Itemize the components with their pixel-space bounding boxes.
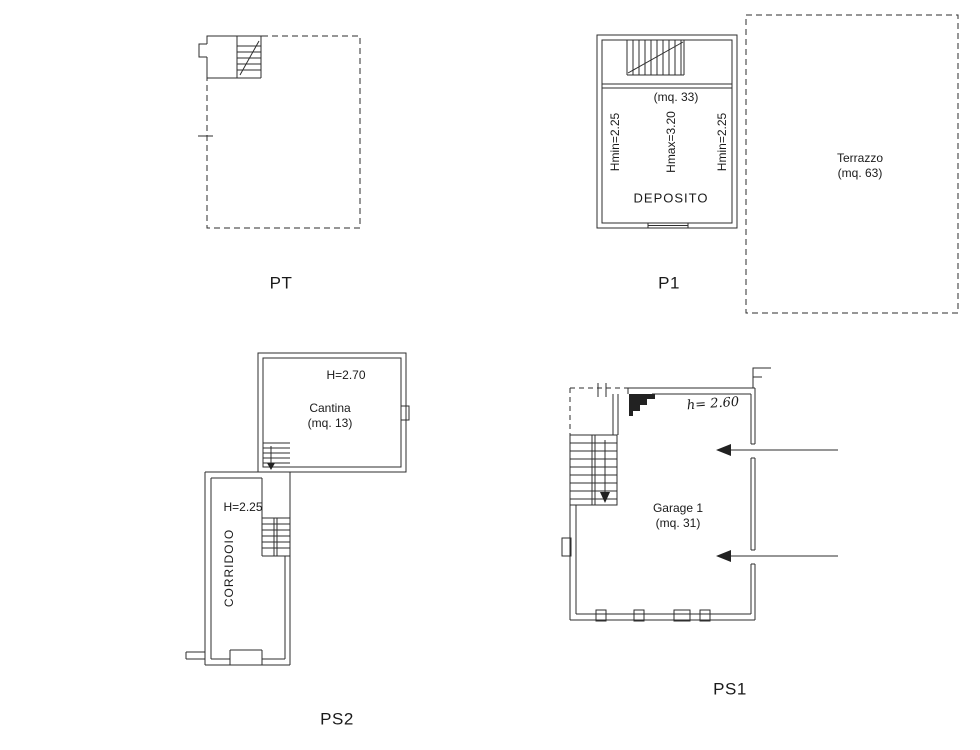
pt-solid-walls [198,35,262,80]
garage-vent-4 [699,609,711,622]
ps1-stair-entry-walls [612,394,619,435]
ps1-stair-box [569,434,618,506]
ps1-stair-treads [570,442,617,500]
p1-stair-diagonal [627,41,684,74]
ps1-stair-arrowhead [600,492,610,503]
deposito-room-label: DEPOSITO [633,190,709,206]
p1-door-opening [647,223,689,228]
corridoio-name-label: CORRIDOIO [222,528,236,608]
ps1-plan-label: PS1 [713,679,747,699]
garage-right-wall [750,388,756,620]
ps1-plan-drawing [561,367,838,622]
ps2-stair-upper-treads [263,447,290,464]
garage-vent-2 [633,609,645,622]
ps2-stair-arrowhead [267,463,275,470]
deposito-hmin-left-label: Hmin=2.25 [608,112,622,172]
terrazzo-outline [745,14,959,314]
cantina-inner-wall [262,357,402,468]
p1-partition-wall [602,83,732,89]
garage-corner-flag [752,367,771,388]
cantina-name-label: Cantina [309,401,351,415]
pt-plan-label: PT [269,273,293,293]
ps1-stair-rails [591,435,596,505]
p1-stair-treads [632,40,682,75]
ps2-plan-drawing [185,352,410,666]
deposito-hmax-label: Hmax=3.20 [664,111,678,173]
corridor-right-wall [284,472,291,665]
garage-dashed-walls [569,387,628,435]
corridor-top-wall [205,471,262,479]
pt-stair-box [236,36,262,79]
garage-handwritten-height-label: h= 2.60 [686,394,740,414]
garage-entry-arrowhead-upper [716,444,731,456]
ps2-plan-label: PS2 [320,709,354,729]
cantina-area-label: (mq. 13) [307,416,353,430]
p1-inner-wall [601,39,733,224]
corridoio-height-label: H=2.25 [223,500,263,514]
garage-top-wall-ticks [597,383,607,397]
cantina-height-label: H=2.70 [326,368,366,382]
cantina-window [401,405,410,421]
ps1-top-stair-glyph [629,394,655,416]
garage-vent-3 [673,609,691,622]
garage-entry-arrow-lines [728,449,838,557]
corridor-bottom-tick [185,651,205,660]
deposito-hmin-right-label: Hmin=2.25 [715,112,729,172]
cantina-outer-wall [257,352,407,473]
pt-dashed-outline [206,35,361,229]
p1-outer-wall [596,34,738,229]
garage-left-wall [569,505,577,620]
garage-entry-arrowhead-lower [716,550,731,562]
terrazzo-name-label: Terrazzo [836,151,884,165]
ps2-stair-lower-rails [273,518,278,556]
garage-left-pier [561,537,572,557]
deposito-area-label: (mq. 33) [653,90,699,104]
garage-bottom-wall [570,613,755,621]
garage-top-wall [627,387,755,395]
pt-stair-diagonal [239,40,260,76]
pt-plan-drawing [198,35,361,229]
garage-right-wall-jambs [751,443,755,565]
corridor-threshold [229,649,263,665]
ps2-stair-lower-treads [262,517,290,557]
terrazzo-area-label: (mq. 63) [837,166,883,180]
garage-name-label: Garage 1 [652,501,704,515]
corridor-bottom-wall [205,658,290,666]
p1-plan-label: P1 [658,273,680,293]
garage-area-label: (mq. 31) [655,516,701,530]
garage-vent-1 [595,609,607,622]
p1-plan-drawing [596,14,959,314]
corridor-left-wall [204,472,212,665]
